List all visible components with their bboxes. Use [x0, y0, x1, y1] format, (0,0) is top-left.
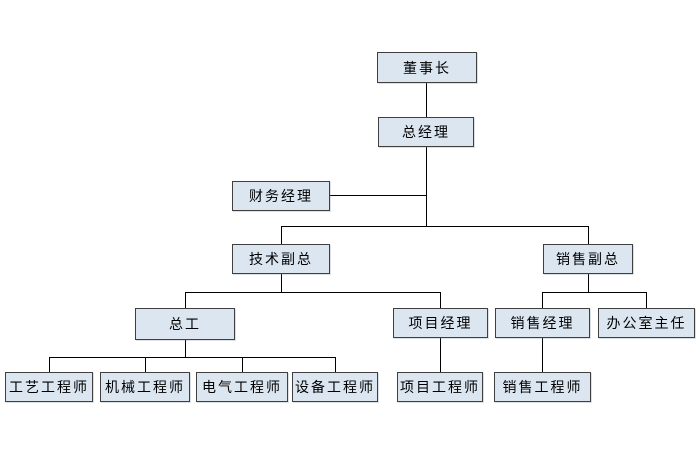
org-node-mechanical-engineer: 机械工程师: [100, 372, 190, 402]
connector-line: [281, 226, 589, 227]
org-node-process-engineer: 工艺工程师: [5, 372, 93, 402]
connector-line: [646, 292, 647, 308]
connector-line: [242, 357, 243, 372]
org-node-sales-manager: 销售经理: [495, 308, 590, 338]
connector-line: [185, 292, 441, 293]
connector-line: [542, 338, 543, 372]
connector-line: [49, 357, 50, 372]
connector-line: [588, 274, 589, 292]
connector-line: [588, 226, 589, 244]
connector-line: [49, 357, 336, 358]
connector-line: [542, 292, 543, 308]
connector-line: [330, 195, 427, 196]
connector-line: [440, 292, 441, 308]
connector-line: [542, 292, 647, 293]
connector-line: [335, 357, 336, 372]
connector-line: [281, 274, 282, 292]
org-node-equipment-engineer: 设备工程师: [292, 372, 378, 402]
org-node-tech-vp: 技术副总: [232, 244, 330, 274]
org-node-chief-engineer: 总工: [135, 308, 235, 340]
org-node-project-engineer: 项目工程师: [397, 372, 483, 402]
connector-line: [145, 357, 146, 372]
org-node-general-manager: 总经理: [378, 117, 474, 147]
connector-line: [426, 83, 427, 117]
connector-line: [426, 147, 427, 226]
org-node-project-manager: 项目经理: [393, 308, 488, 338]
connector-line: [185, 340, 186, 357]
org-node-sales-vp: 销售副总: [543, 244, 633, 274]
org-node-chairman: 董事长: [377, 52, 477, 83]
org-node-office-director: 办公室主任: [598, 308, 695, 338]
org-node-electrical-engineer: 电气工程师: [196, 372, 288, 402]
connector-line: [440, 338, 441, 372]
connector-line: [281, 226, 282, 244]
connector-line: [185, 292, 186, 308]
org-node-finance-manager: 财务经理: [232, 181, 330, 211]
org-node-sales-engineer: 销售工程师: [494, 372, 591, 402]
